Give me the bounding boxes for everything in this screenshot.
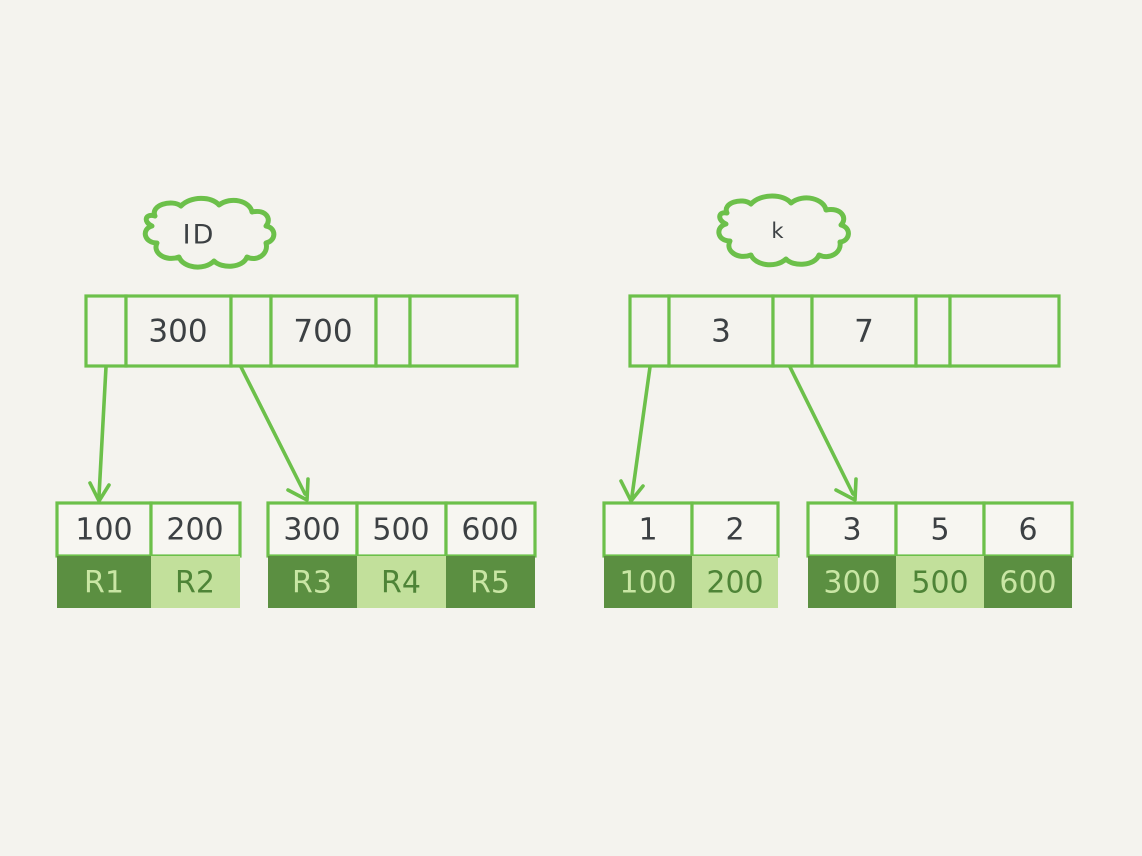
- leaf-key-cell[interactable]: [806, 501, 898, 558]
- left-leaf-1: 100 200 R1 R2: [55, 501, 242, 608]
- record-label: 200: [706, 566, 763, 601]
- root-key-label-1: 700: [293, 314, 352, 350]
- record-block[interactable]: [808, 556, 896, 608]
- record-block[interactable]: [896, 556, 984, 608]
- record-label: R1: [84, 566, 124, 601]
- record-label: 500: [911, 566, 968, 601]
- root-empty-cell: [948, 294, 1061, 368]
- cloud-label-text: ID: [183, 220, 216, 251]
- record-block[interactable]: [984, 556, 1072, 608]
- leaf-key-label: 6: [1018, 513, 1037, 548]
- record-block[interactable]: [151, 556, 240, 608]
- cloud-outline-icon: [716, 193, 851, 268]
- cloud-label-k: k: [716, 193, 851, 268]
- root-node-id: 300 700: [84, 294, 519, 368]
- root-key-label-1: 7: [854, 314, 874, 350]
- leaf-key-cell[interactable]: [355, 501, 448, 558]
- record-label: R3: [292, 566, 332, 601]
- record-label: R2: [175, 566, 215, 601]
- record-block[interactable]: [357, 556, 446, 608]
- leaf-key-label: 5: [930, 513, 949, 548]
- leaf-key-label: 100: [75, 513, 132, 548]
- root-pointer-cell-1[interactable]: [229, 294, 273, 368]
- record-label: 600: [999, 566, 1056, 601]
- right-leaf-2: 3 5 6 300 500 600: [806, 501, 1074, 608]
- record-label: R4: [381, 566, 421, 601]
- cloud-label-id: ID: [142, 195, 277, 270]
- leaf-key-label: 200: [166, 513, 223, 548]
- record-label: 100: [619, 566, 676, 601]
- root-node-k: 3 7: [628, 294, 1061, 368]
- record-label: 300: [823, 566, 880, 601]
- root-pointer-cell-0[interactable]: [628, 294, 671, 368]
- clustered-index-diagram: ID 300 700: [55, 195, 537, 608]
- root-to-leaf-arrow-0: [619, 365, 652, 503]
- root-key-cell-0[interactable]: [667, 294, 775, 368]
- left-leaf-2: 300 500 600 R3 R4 R5: [266, 501, 537, 608]
- root-pointer-cell-0[interactable]: [84, 294, 128, 368]
- leaf-key-label: 300: [283, 513, 340, 548]
- right-leaf-1: 1 2 100 200: [602, 501, 780, 608]
- root-to-leaf-arrow-1: [788, 365, 858, 502]
- cloud-outline-icon: [142, 195, 277, 270]
- root-empty-cell: [408, 294, 519, 368]
- secondary-index-diagram: k 3 7: [602, 193, 1074, 608]
- root-pointer-cell-2[interactable]: [914, 294, 952, 368]
- root-to-leaf-arrow-0: [88, 365, 111, 503]
- record-block[interactable]: [692, 556, 778, 608]
- record-label: R5: [470, 566, 510, 601]
- root-key-cell-1[interactable]: [810, 294, 918, 368]
- leaf-key-label: 1: [638, 513, 657, 548]
- root-key-label-0: 3: [711, 314, 731, 350]
- leaf-key-label: 2: [725, 513, 744, 548]
- record-block[interactable]: [446, 556, 535, 608]
- root-key-cell-1[interactable]: [269, 294, 378, 368]
- root-to-leaf-arrow-1: [239, 365, 310, 502]
- root-pointer-cell-2[interactable]: [374, 294, 412, 368]
- leaf-key-label: 3: [842, 513, 861, 548]
- record-block[interactable]: [57, 556, 151, 608]
- leaf-key-label: 500: [372, 513, 429, 548]
- root-key-label-0: 300: [148, 314, 207, 350]
- root-pointer-cell-1[interactable]: [771, 294, 814, 368]
- record-block[interactable]: [268, 556, 357, 608]
- cloud-label-text: k: [771, 219, 784, 243]
- leaf-key-label: 600: [461, 513, 518, 548]
- leaf-key-cell[interactable]: [690, 501, 780, 558]
- record-block[interactable]: [604, 556, 692, 608]
- leaf-key-cell[interactable]: [266, 501, 359, 558]
